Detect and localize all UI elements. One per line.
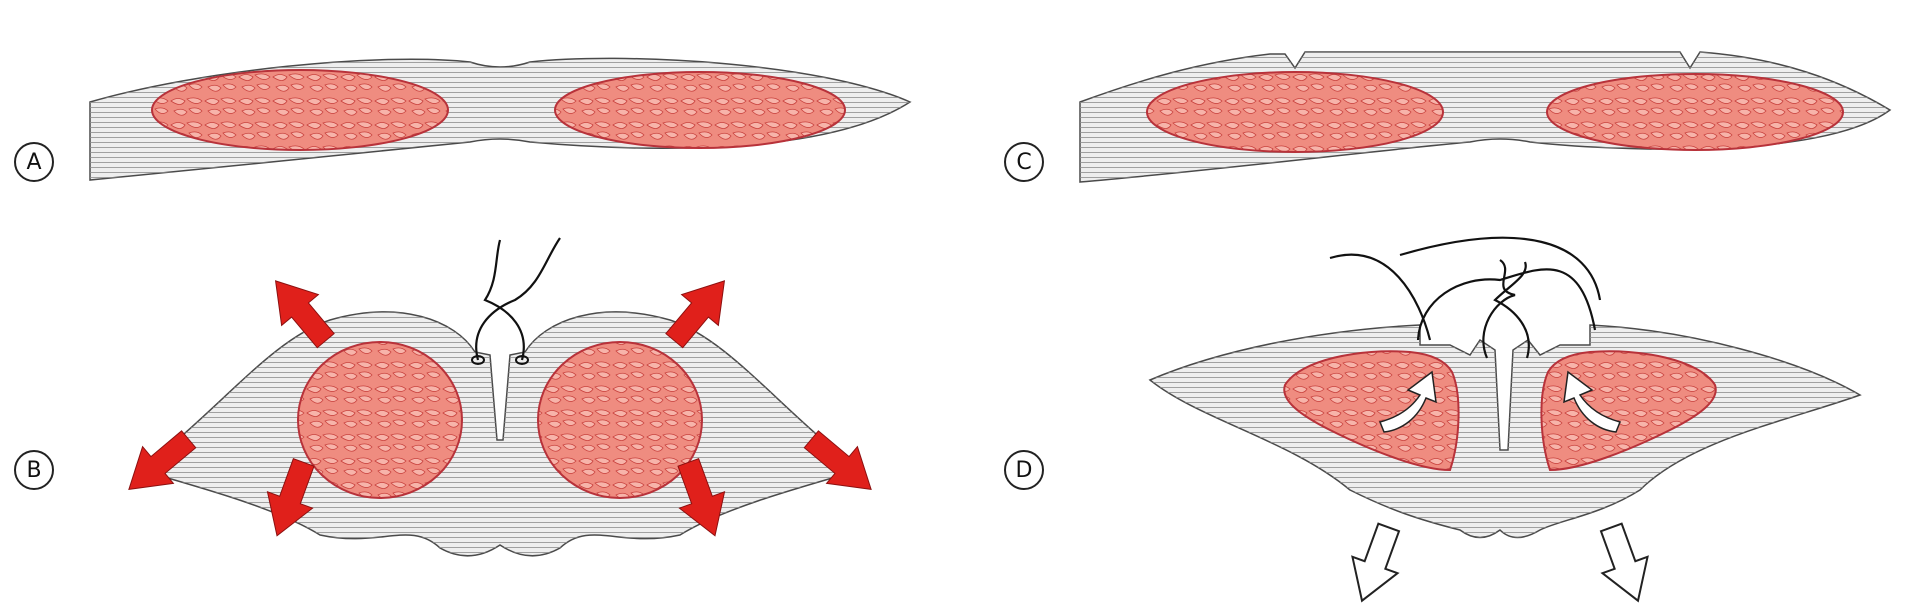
panel-label-a: A (14, 142, 54, 182)
suture-d (1329, 236, 1602, 359)
panel-label-d: D (1004, 450, 1044, 490)
panel-label-b: B (14, 450, 54, 490)
panel-b (128, 237, 872, 557)
outline-arrow-down-left (1351, 522, 1401, 603)
panel-label-c: C (1004, 142, 1044, 182)
tension-arrow-up-right (665, 280, 726, 349)
panel-a (89, 57, 912, 181)
muscle-belly-left-b (297, 341, 463, 499)
muscle-belly-right-c (1546, 73, 1844, 151)
panel-c (1079, 51, 1892, 183)
muscle-flap-left-d (1283, 350, 1460, 472)
panel-d (1148, 236, 1862, 603)
tension-arrow-far-left (128, 430, 197, 491)
suture-knot-left-b (471, 355, 485, 365)
muscle-belly-left-a (151, 69, 449, 151)
outline-arrow-down-right (1599, 522, 1649, 603)
tension-arrow-up-left (274, 280, 335, 349)
tension-arrow-far-right (803, 430, 872, 491)
muscle-flap-right-d (1540, 350, 1717, 472)
rotation-arrow-left (1378, 370, 1437, 433)
suture-b (475, 237, 561, 361)
tension-arrow-down-right (677, 458, 726, 537)
suture-knot-right-b (515, 355, 529, 365)
muscle-belly-left-c (1146, 71, 1444, 153)
rotation-arrow-right (1563, 370, 1622, 433)
muscle-belly-right-a (554, 71, 846, 149)
muscle-belly-right-b (537, 341, 703, 499)
tension-arrow-down-left (266, 458, 315, 537)
